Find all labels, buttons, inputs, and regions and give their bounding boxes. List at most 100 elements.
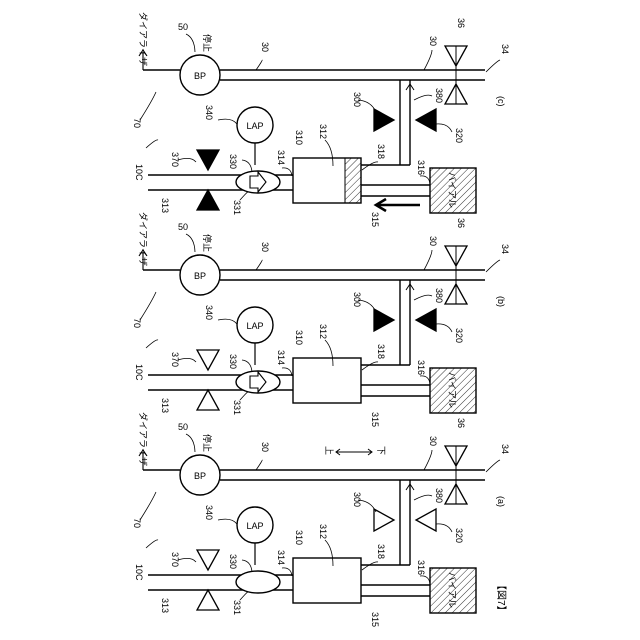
ref-300: 300 xyxy=(352,92,362,107)
ref-320: 320 xyxy=(454,328,464,343)
ref-310: 310 xyxy=(294,330,304,345)
leader-331 xyxy=(240,592,248,600)
panel-caption: (b) xyxy=(496,296,506,307)
ref-315: 315 xyxy=(370,612,380,627)
valve-320 xyxy=(416,509,436,531)
vial-label: バイアル xyxy=(447,372,457,408)
ref-320: 320 xyxy=(454,128,464,143)
ref-10c: 10C xyxy=(134,164,144,181)
ref-30b: 30 xyxy=(428,436,438,446)
ref-34: 34 xyxy=(500,444,510,454)
leader-50 xyxy=(186,234,195,252)
leader-70 xyxy=(140,92,156,120)
flow-arrow xyxy=(376,199,420,211)
ref-331: 331 xyxy=(232,200,242,215)
figure-label: 【図7】 xyxy=(495,580,507,616)
panel-caption: (c) xyxy=(496,96,506,107)
leader-318 xyxy=(362,362,378,370)
leader-380 xyxy=(414,95,432,100)
ref-318: 318 xyxy=(376,144,386,159)
ref-380: 380 xyxy=(434,88,444,103)
up-down-arrow xyxy=(336,449,372,455)
reservoir-fill-312 xyxy=(345,158,361,203)
leader-340 xyxy=(218,319,237,324)
leader-380 xyxy=(414,495,432,500)
ref-36: 36 xyxy=(456,418,466,428)
ref-340: 340 xyxy=(204,305,214,320)
stop-label: 停止 xyxy=(202,34,213,52)
panel-b: ダイアライザBP停止503030363470LAP340300380320310… xyxy=(132,212,510,427)
ref-34: 34 xyxy=(500,44,510,54)
ref-30a: 30 xyxy=(260,42,270,52)
valve-300 xyxy=(374,309,394,331)
leader-331 xyxy=(240,192,248,200)
valve-320 xyxy=(416,109,436,131)
valve-320 xyxy=(416,309,436,331)
ref-313: 313 xyxy=(160,398,170,413)
leader-330 xyxy=(242,160,252,172)
ref-313: 313 xyxy=(160,198,170,213)
leader-320 xyxy=(436,324,452,332)
ref-340: 340 xyxy=(204,105,214,120)
ref-315: 315 xyxy=(370,212,380,227)
ref-36: 36 xyxy=(456,18,466,28)
stop-label: 停止 xyxy=(202,434,213,452)
ref-318: 318 xyxy=(376,544,386,559)
leader-318 xyxy=(362,562,378,570)
leader-340 xyxy=(218,119,237,124)
connector-330 xyxy=(236,571,280,593)
leader-10c xyxy=(146,340,158,348)
reservoir-310 xyxy=(293,358,361,403)
leader-30a xyxy=(256,260,262,270)
valve-370 xyxy=(197,150,219,170)
ref-331: 331 xyxy=(232,400,242,415)
ref-36: 36 xyxy=(456,218,466,228)
leader-10c xyxy=(146,540,158,548)
ref-314: 314 xyxy=(276,550,286,565)
ref-300: 300 xyxy=(352,292,362,307)
valve-370-lower xyxy=(197,590,219,610)
leader-70 xyxy=(140,492,156,520)
leader-50 xyxy=(186,34,195,52)
ref-30b: 30 xyxy=(428,36,438,46)
lap-label: LAP xyxy=(246,121,263,131)
ref-310: 310 xyxy=(294,130,304,145)
leader-30b xyxy=(424,450,432,470)
ref-34: 34 xyxy=(500,244,510,254)
bp-label: BP xyxy=(194,71,206,81)
leader-331 xyxy=(240,392,248,400)
down-label: 下 xyxy=(376,446,386,455)
leader-30a xyxy=(256,60,262,70)
bp-label: BP xyxy=(194,471,206,481)
ref-300: 300 xyxy=(352,492,362,507)
valve-370-lower xyxy=(197,390,219,410)
leader-316 xyxy=(420,376,430,384)
stop-label: 停止 xyxy=(202,234,213,252)
ref-331: 331 xyxy=(232,600,242,615)
valve-370 xyxy=(197,550,219,570)
leader-34 xyxy=(486,260,500,272)
valve-300 xyxy=(374,509,394,531)
leader-330 xyxy=(242,560,252,572)
leader-320 xyxy=(436,124,452,132)
leader-30b xyxy=(424,50,432,70)
ref-30b: 30 xyxy=(428,236,438,246)
leader-70 xyxy=(140,292,156,320)
ref-318: 318 xyxy=(376,344,386,359)
ref-312: 312 xyxy=(318,124,328,139)
ref-330: 330 xyxy=(228,354,238,369)
leader-330 xyxy=(242,360,252,372)
leader-380 xyxy=(414,295,432,300)
reservoir-310 xyxy=(293,558,361,603)
leader-34 xyxy=(486,60,500,72)
ref-30a: 30 xyxy=(260,442,270,452)
vial-label: バイアル xyxy=(447,172,457,208)
ref-380: 380 xyxy=(434,488,444,503)
leader-30a xyxy=(256,460,262,470)
ref-312: 312 xyxy=(318,524,328,539)
ref-330: 330 xyxy=(228,154,238,169)
ref-310: 310 xyxy=(294,530,304,545)
ref-314: 314 xyxy=(276,150,286,165)
